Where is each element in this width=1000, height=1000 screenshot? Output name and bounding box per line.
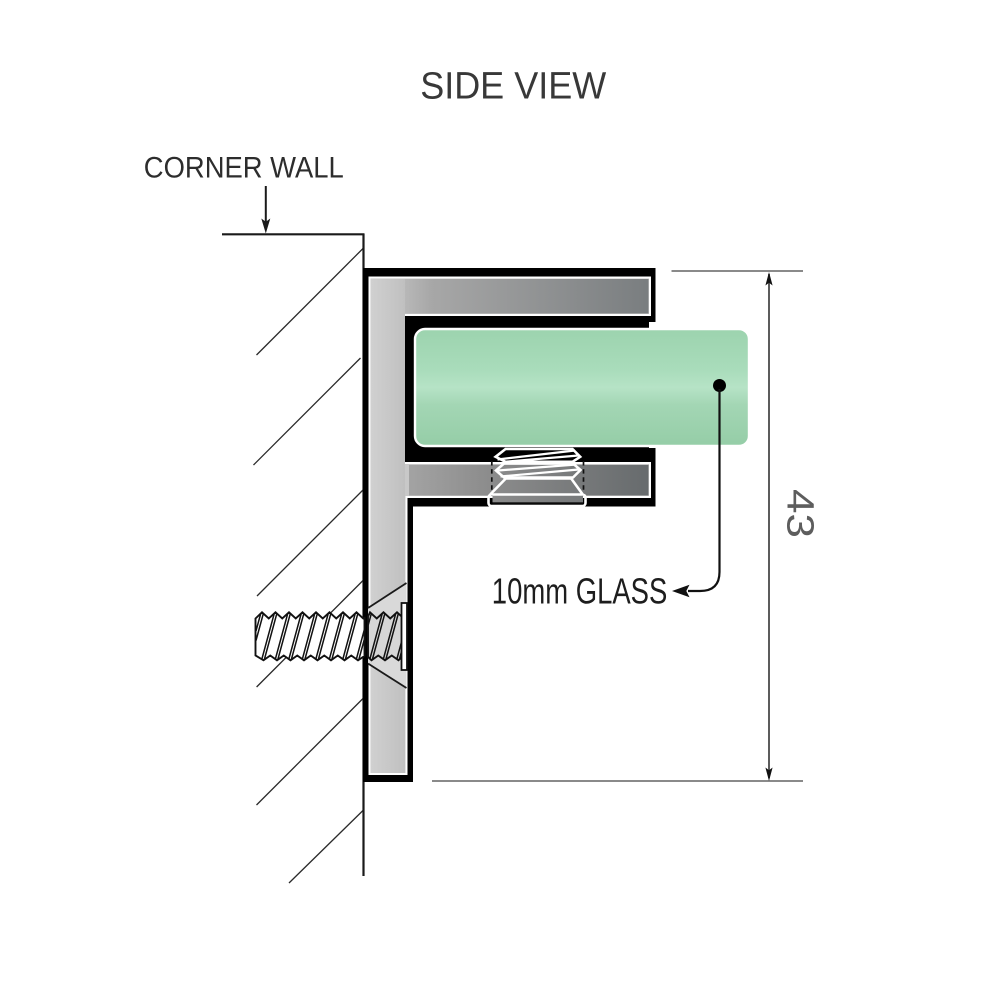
svg-text:CORNER WALL: CORNER WALL [144,151,344,184]
svg-text:SIDE VIEW: SIDE VIEW [420,66,606,108]
svg-text:10mm GLASS: 10mm GLASS [492,571,668,612]
svg-text:43: 43 [779,489,821,538]
